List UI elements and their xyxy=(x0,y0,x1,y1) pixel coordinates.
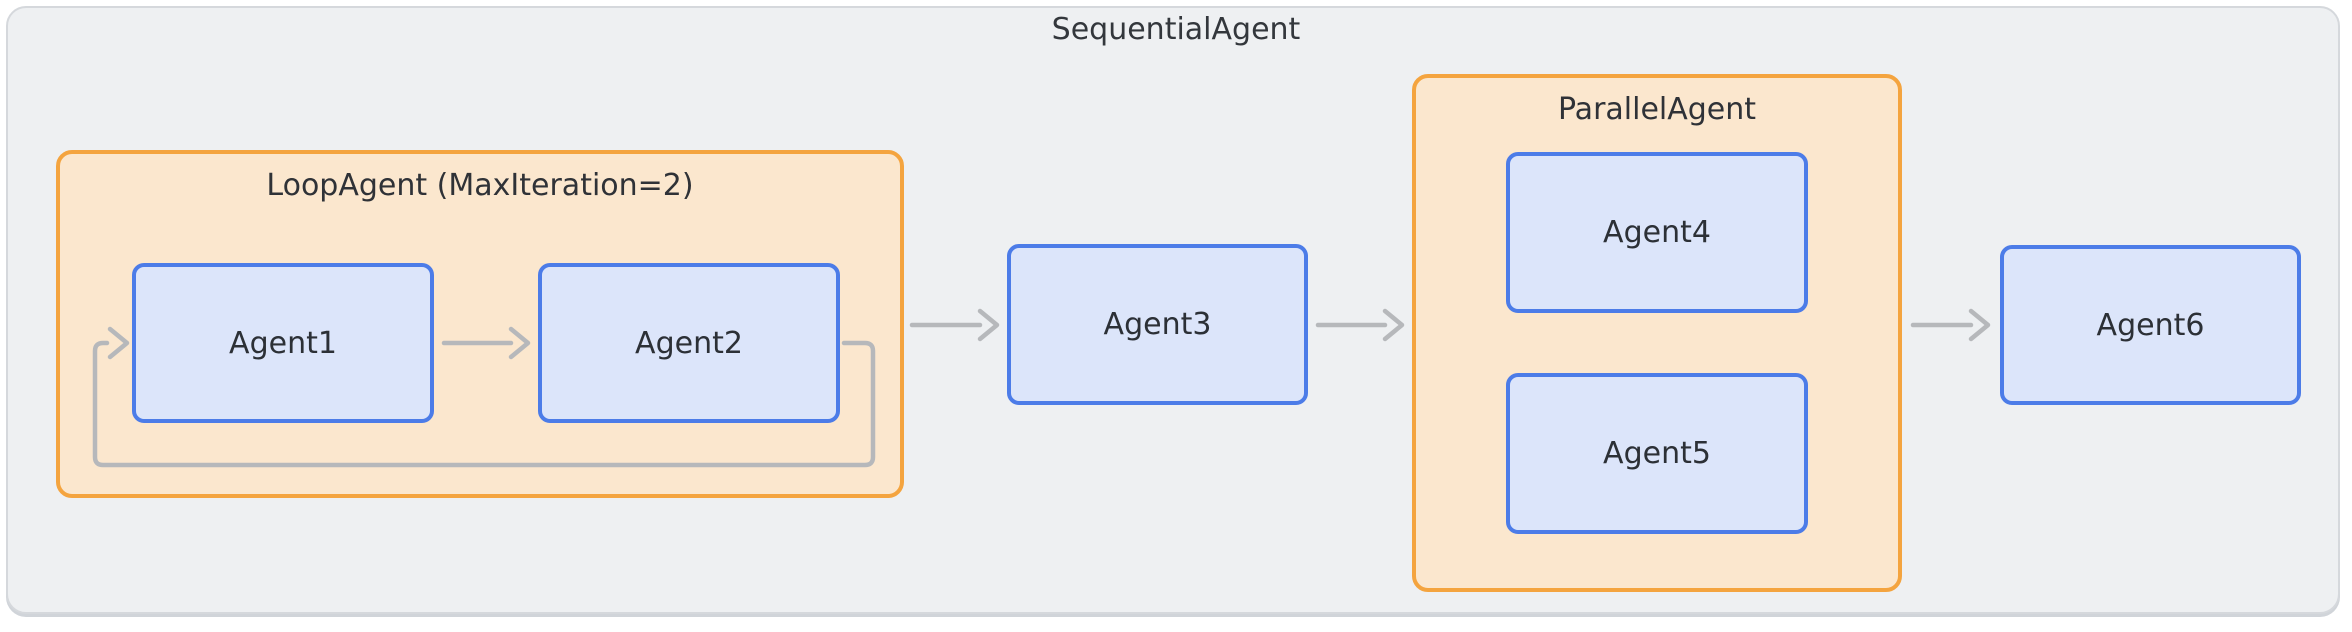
node-agent6: Agent6 xyxy=(2000,245,2301,405)
node-agent3-label: Agent3 xyxy=(1103,307,1212,342)
node-agent5-label: Agent5 xyxy=(1603,436,1711,471)
node-agent4-label: Agent4 xyxy=(1603,215,1711,250)
node-agent2: Agent2 xyxy=(538,263,840,423)
node-agent5: Agent5 xyxy=(1506,373,1808,534)
node-agent1-label: Agent1 xyxy=(229,325,337,361)
node-agent6-label: Agent6 xyxy=(2096,307,2205,343)
node-agent1: Agent1 xyxy=(132,263,434,423)
page-title: SequentialAgent xyxy=(1051,12,1301,47)
node-agent3: Agent3 xyxy=(1007,244,1308,405)
node-agent4: Agent4 xyxy=(1506,152,1808,313)
loop-agent-label: LoopAgent (MaxIteration=2) xyxy=(266,168,694,203)
node-agent2-label: Agent2 xyxy=(635,325,743,361)
parallel-agent-label: ParallelAgent xyxy=(1557,92,1757,127)
